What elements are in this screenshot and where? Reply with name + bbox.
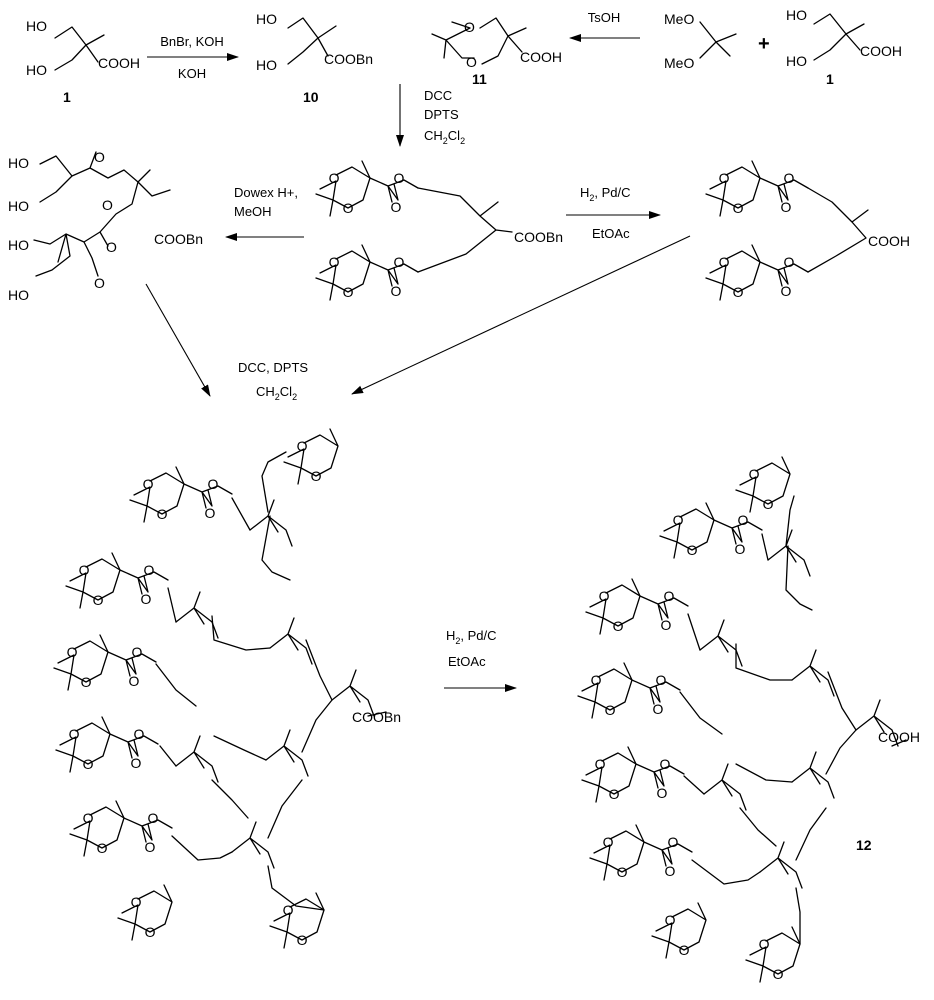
compound-1: HO HO COOH 1 bbox=[26, 18, 140, 105]
reagent-label: CH2Cl2 bbox=[256, 384, 297, 402]
reagent-label: EtOAc bbox=[448, 654, 486, 669]
compound-1-right: HO HO COOH 1 bbox=[786, 7, 902, 87]
reagent-label: TsOH bbox=[588, 10, 621, 25]
hydroxyl-label: HO bbox=[26, 62, 47, 78]
dendron-benzyl-ester: COOBn bbox=[53, 428, 401, 949]
methoxy-label: MeO bbox=[664, 55, 694, 71]
reagent-label: MeOH bbox=[234, 204, 272, 219]
compound-number: 11 bbox=[472, 71, 487, 87]
protected-g2-benzyl-ester: COOBn bbox=[315, 160, 563, 301]
dimethoxypropane: MeO MeO bbox=[664, 11, 737, 71]
reaction-arrow bbox=[145, 283, 211, 397]
protected-g2-acid: COOH bbox=[705, 160, 910, 301]
reagent-label: BnBr, KOH bbox=[160, 34, 224, 49]
reagent-label: DCC bbox=[424, 88, 452, 103]
ring-oxygen-label: O bbox=[466, 54, 477, 70]
reaction-arrow bbox=[351, 235, 691, 395]
compound-10: HO HO COOBn 10 bbox=[256, 11, 373, 105]
reagent-label: H2, Pd/C bbox=[580, 185, 631, 203]
reagent-label: CH2Cl2 bbox=[424, 128, 465, 146]
reagent-label: KOH bbox=[178, 66, 206, 81]
reagent-label: DPTS bbox=[424, 107, 459, 122]
ester-oxygen-label: O bbox=[102, 197, 113, 213]
ring-oxygen-label: O bbox=[464, 19, 475, 35]
hydroxyl-label: HO bbox=[256, 11, 277, 27]
ester-oxygen-label: O bbox=[106, 239, 117, 255]
benzyl-ester-label: COOBn bbox=[324, 51, 373, 67]
compound-number: 1 bbox=[826, 71, 834, 87]
compound-number: 12 bbox=[856, 837, 872, 853]
hydroxyl-label: HO bbox=[8, 287, 29, 303]
methoxy-label: MeO bbox=[664, 11, 694, 27]
carboxylic-acid-label: COOH bbox=[860, 43, 902, 59]
carboxylic-acid-label: COOH bbox=[98, 55, 140, 71]
reagent-label: EtOAc bbox=[592, 226, 630, 241]
reagent-label: DCC, DPTS bbox=[238, 360, 308, 375]
benzyl-ester-label: COOBn bbox=[514, 229, 563, 245]
hydroxyl-label: HO bbox=[786, 7, 807, 23]
carbonyl-oxygen-label: O bbox=[94, 275, 105, 291]
hydroxyl-label: HO bbox=[8, 198, 29, 214]
hydroxyl-label: HO bbox=[26, 18, 47, 34]
carboxylic-acid-label: COOH bbox=[868, 233, 910, 249]
benzyl-ester-label: COOBn bbox=[352, 709, 401, 725]
carboxylic-acid-label: COOH bbox=[878, 729, 920, 745]
hydroxyl-label: HO bbox=[8, 237, 29, 253]
dendron-acid-12: COOH 12 bbox=[577, 456, 920, 983]
deprotected-g2-benzyl-ester: HO HO HO HO O O O O COOBn bbox=[8, 149, 203, 303]
reagent-label: H2, Pd/C bbox=[446, 628, 497, 646]
hydroxyl-label: HO bbox=[8, 155, 29, 171]
compound-number: 1 bbox=[63, 89, 71, 105]
hydroxyl-label: HO bbox=[256, 57, 277, 73]
plus-sign: + bbox=[758, 33, 770, 55]
carboxylic-acid-label: COOH bbox=[520, 49, 562, 65]
compound-11: O O COOH 11 bbox=[431, 17, 562, 87]
reagent-label: Dowex H+, bbox=[234, 185, 298, 200]
compound-number: 10 bbox=[303, 89, 319, 105]
carbonyl-oxygen-label: O bbox=[94, 149, 105, 165]
hydroxyl-label: HO bbox=[786, 53, 807, 69]
benzyl-ester-label: COOBn bbox=[154, 231, 203, 247]
